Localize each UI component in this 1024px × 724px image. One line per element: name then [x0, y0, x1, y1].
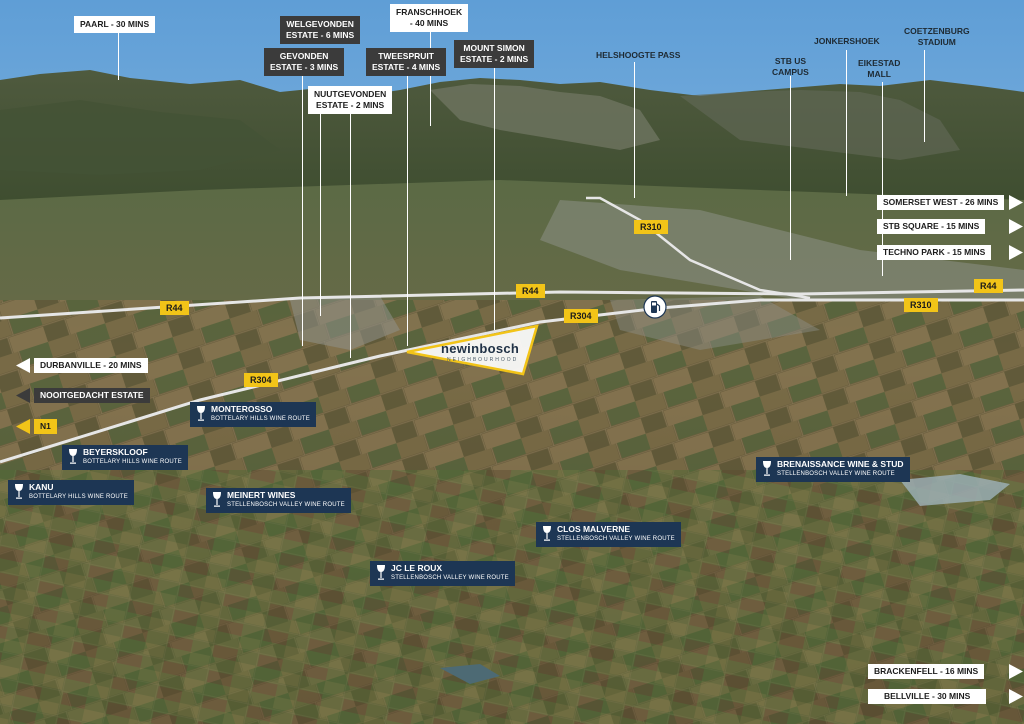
arrow-right-icon — [1009, 195, 1023, 210]
leader-line — [634, 62, 635, 198]
wine-glass-icon — [197, 406, 205, 421]
direction-nooitgedacht: NOOITGEDACHT ESTATE — [16, 388, 150, 403]
label-helshoogte-pass: HELSHOOGTE PASS — [596, 50, 681, 60]
label-paarl: PAARL - 30 MINS — [74, 16, 156, 33]
wine-glass-icon — [377, 565, 385, 580]
leader-line — [882, 82, 883, 276]
arrow-left-icon — [16, 388, 30, 403]
road-badge-r44: R44 — [974, 279, 1003, 293]
leader-line — [407, 76, 408, 346]
direction-n1: N1 — [16, 419, 57, 434]
wine-glass-icon — [543, 526, 551, 541]
road-badge-r310: R310 — [634, 220, 668, 234]
wine-glass-icon — [763, 461, 771, 476]
label-franschhoek: FRANSCHHOEK- 40 MINS — [390, 4, 469, 32]
road-badge-r304: R304 — [244, 373, 278, 387]
leader-line — [118, 32, 119, 80]
direction-bellville: BELLVILLE - 30 MINS — [868, 689, 1023, 704]
development-name: newinbosch — [441, 341, 520, 356]
leader-line — [846, 50, 847, 196]
road-badge-r44: R44 — [160, 301, 189, 315]
arrow-right-icon — [1009, 664, 1023, 679]
leader-line — [924, 50, 925, 142]
leader-line — [302, 76, 303, 346]
leader-line — [350, 110, 351, 358]
direction-stb-square: STB SQUARE - 15 MINS — [877, 219, 1023, 234]
wine-glass-icon — [69, 449, 77, 464]
leader-line — [790, 76, 791, 260]
wine-glass-icon — [213, 492, 221, 507]
road-badge-r44: R44 — [516, 284, 545, 298]
label-jonkershoek: JONKERSHOEK — [814, 36, 880, 46]
leader-line — [430, 30, 431, 126]
leader-line — [320, 110, 321, 316]
arrow-right-icon — [1009, 245, 1023, 260]
direction-techno-park: TECHNO PARK - 15 MINS — [877, 245, 1023, 260]
arrow-right-icon — [1009, 689, 1023, 704]
road-badge-r310: R310 — [904, 298, 938, 312]
development-tagline: NEIGHBOURHOOD — [447, 357, 519, 363]
direction-brackenfell: BRACKENFELL - 16 MINS — [868, 664, 1023, 679]
wine-glass-icon — [15, 484, 23, 499]
fuel-station-icon — [643, 295, 667, 319]
arrow-right-icon — [1009, 219, 1023, 234]
development-site-marker — [406, 324, 539, 376]
leader-line — [494, 68, 495, 330]
arrow-left-icon — [16, 358, 30, 373]
direction-somerset-west: SOMERSET WEST - 26 MINS — [877, 195, 1023, 210]
direction-durbanville: DURBANVILLE - 20 MINS — [16, 358, 148, 373]
arrow-left-icon — [16, 419, 30, 434]
road-badge-r304: R304 — [564, 309, 598, 323]
